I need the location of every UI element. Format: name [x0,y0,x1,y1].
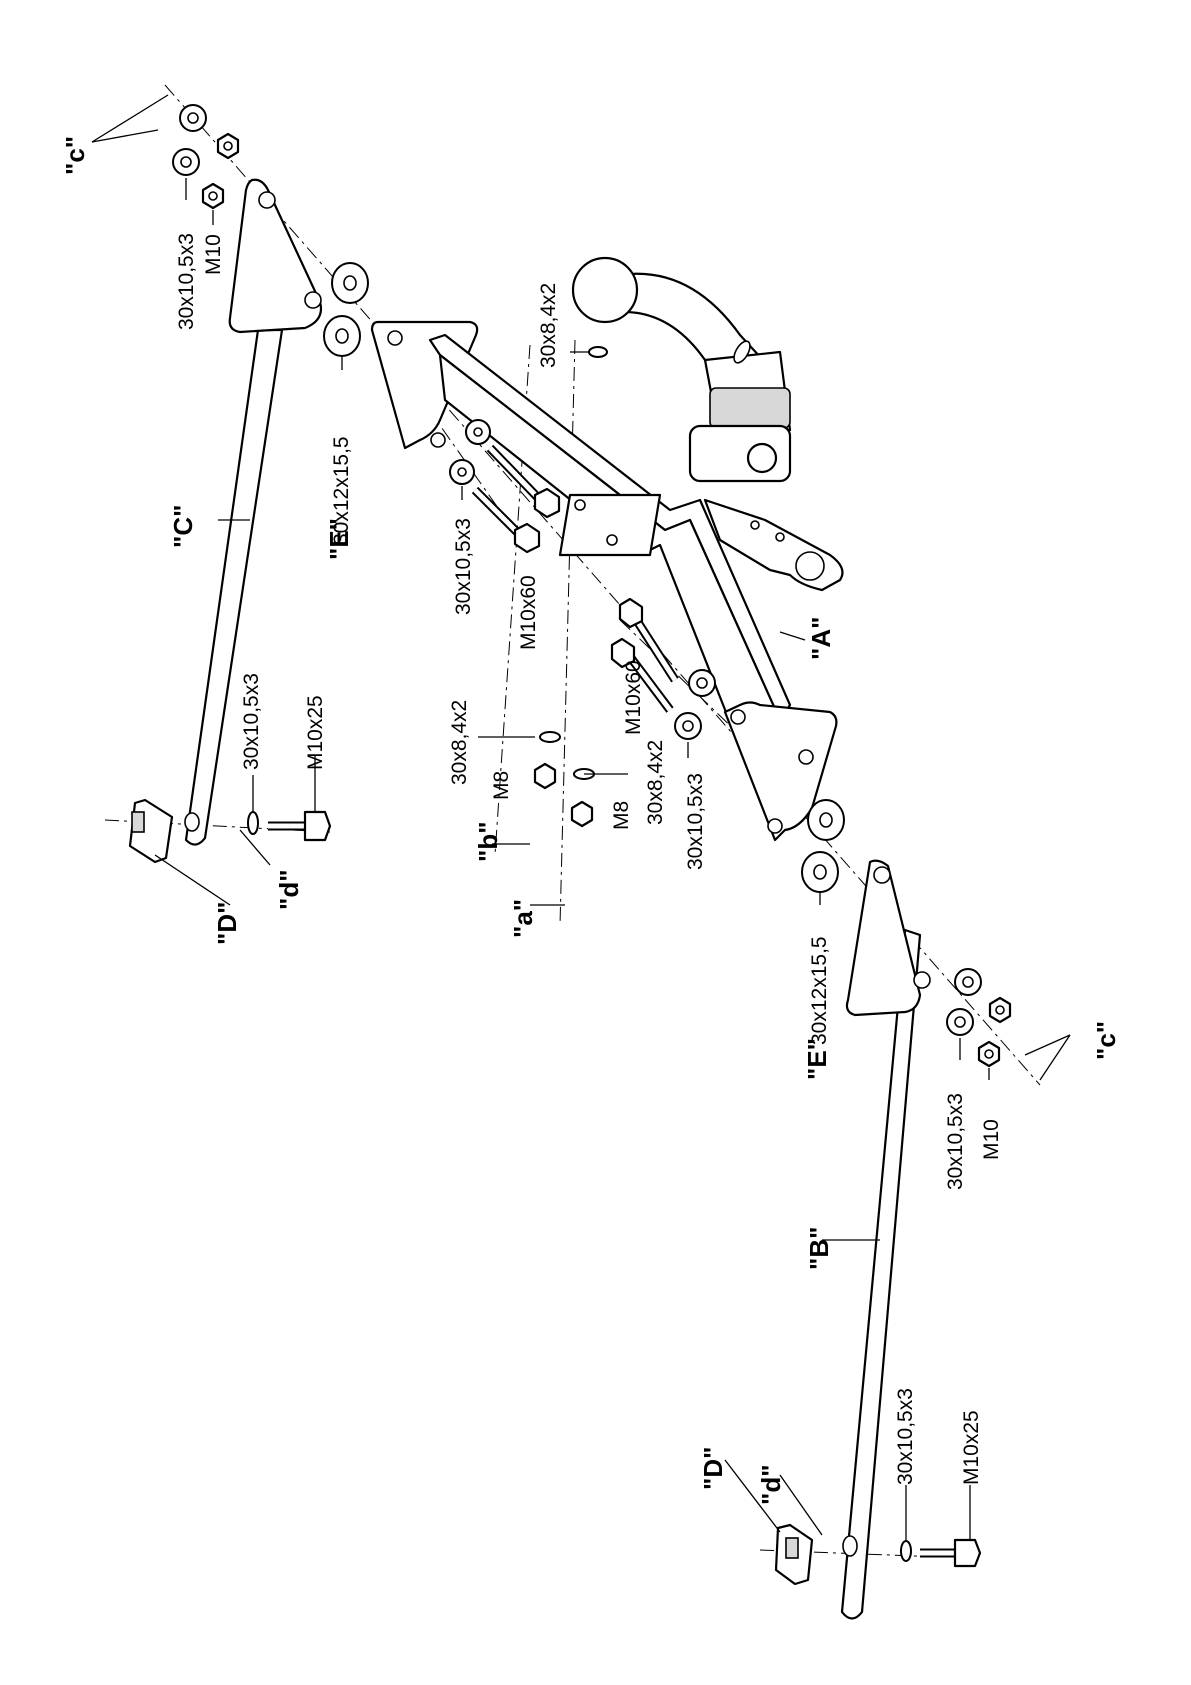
label-washer-30x10-5x3-lower: 30x10,5x3 [684,773,707,870]
marker-d-top: "d" [274,869,304,910]
label-strut-B: "B" [804,1227,834,1270]
marker-a: "a" [508,899,538,938]
marker-b: "b" [473,821,503,862]
label-washer-30x10-5x3-top: 30x10,5x3 [175,233,198,330]
label-nut-M8-right: M8 [610,801,633,830]
label-nut-M8-left: M8 [490,771,513,800]
label-washer-30x8-4x2-top: 30x8,4x2 [537,283,560,368]
label-spacer-E-lower: "E" [802,1038,832,1080]
label-spacer-30x12x15-5-lower: 30x12x15,5 [808,936,831,1045]
label-bolt-M10x60-lower: M10x60 [622,660,645,735]
label-strut-C: "C" [168,505,198,548]
label-nut-M10-top: M10 [202,234,225,275]
marker-d-bottom: "d" [756,1464,786,1505]
label-spacer-E-top: "E" [324,518,354,560]
label-bolt-M10x60-top: M10x60 [517,575,540,650]
label-washer-30x10-5x3-strut-B: 30x10,5x3 [894,1388,917,1485]
label-washer-30x8-4x2-right: 30x8,4x2 [644,740,667,825]
label-bolt-M10x25-strut-C: M10x25 [304,695,327,770]
label-nut-M10-bottom: M10 [980,1119,1003,1160]
label-bracket-D-top: "D" [212,902,242,945]
label-washer-30x10-5x3-mid: 30x10,5x3 [452,518,475,615]
label-washer-30x10-5x3-strut-C: 30x10,5x3 [240,673,263,770]
label-washer-30x10-5x3-bottom: 30x10,5x3 [944,1093,967,1190]
label-frame-A: "A" [806,617,836,660]
marker-c-top: "c" [60,136,90,175]
label-bolt-M10x25-strut-B: M10x25 [960,1410,983,1485]
label-bracket-D-bottom: "D" [698,1447,728,1490]
label-washer-30x8-4x2-left: 30x8,4x2 [448,700,471,785]
marker-c-bottom: "c" [1091,1021,1121,1060]
tow-ball-neck [573,258,790,481]
